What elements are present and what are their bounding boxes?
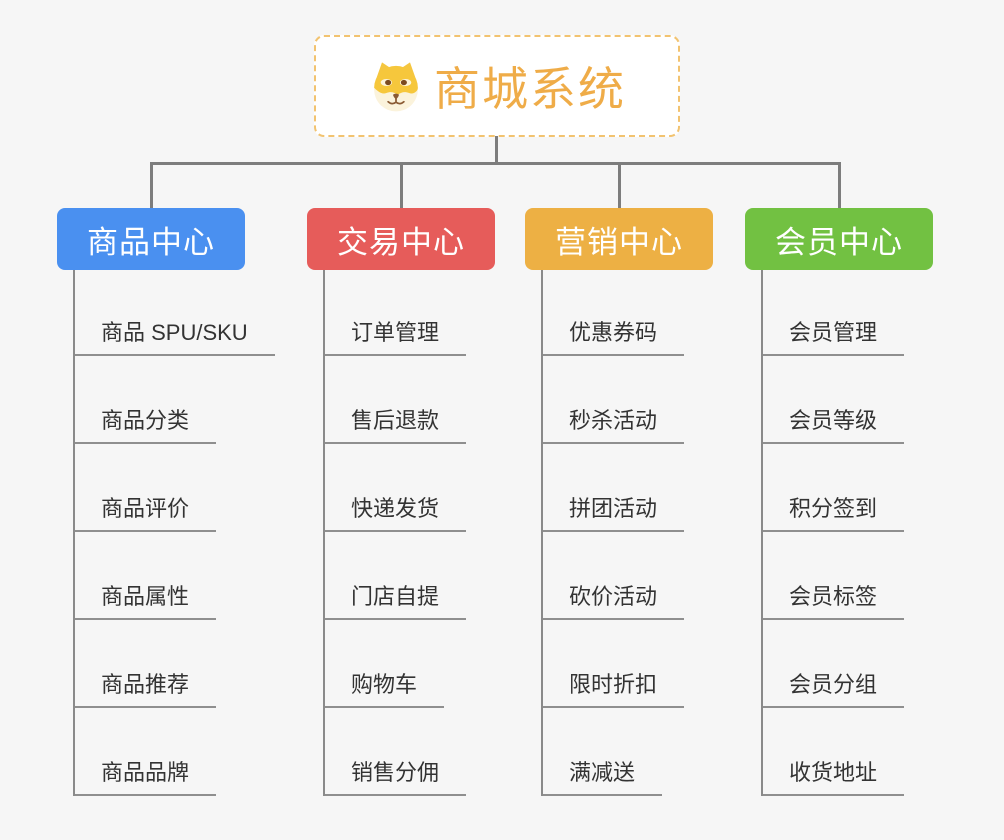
connector-branch-drop bbox=[150, 162, 153, 208]
connector-branch-drop bbox=[618, 162, 621, 208]
leaf-label: 商品品牌 bbox=[75, 755, 217, 796]
leaf-label: 优惠券码 bbox=[543, 315, 685, 356]
branch-node-marketing-center[interactable]: 营销中心 bbox=[525, 208, 713, 270]
leaf-node-trade-center-2[interactable]: 快递发货 bbox=[325, 444, 467, 532]
leaf-label: 会员管理 bbox=[763, 315, 905, 356]
leaf-label: 拼团活动 bbox=[543, 491, 685, 532]
leaf-node-member-center-0[interactable]: 会员管理 bbox=[763, 270, 905, 356]
leaf-node-member-center-1[interactable]: 会员等级 bbox=[763, 356, 905, 444]
connector-horizontal bbox=[150, 162, 840, 165]
leaf-node-marketing-center-2[interactable]: 拼团活动 bbox=[543, 444, 685, 532]
leaf-label: 收货地址 bbox=[763, 755, 905, 796]
leaf-label: 商品分类 bbox=[75, 403, 217, 444]
leaf-label: 购物车 bbox=[325, 667, 445, 708]
leaf-label: 满减送 bbox=[543, 755, 663, 796]
branch-node-product-center[interactable]: 商品中心 bbox=[57, 208, 245, 270]
leaf-node-member-center-5[interactable]: 收货地址 bbox=[763, 708, 905, 796]
leaf-node-member-center-3[interactable]: 会员标签 bbox=[763, 532, 905, 620]
branch-node-trade-center[interactable]: 交易中心 bbox=[307, 208, 495, 270]
leaf-node-product-center-0[interactable]: 商品 SPU/SKU bbox=[75, 270, 275, 356]
leaf-node-product-center-5[interactable]: 商品品牌 bbox=[75, 708, 275, 796]
leaf-node-trade-center-0[interactable]: 订单管理 bbox=[325, 270, 467, 356]
leaf-node-marketing-center-0[interactable]: 优惠券码 bbox=[543, 270, 685, 356]
leaf-label: 会员等级 bbox=[763, 403, 905, 444]
leaf-label: 门店自提 bbox=[325, 579, 467, 620]
leaf-label: 限时折扣 bbox=[543, 667, 685, 708]
leaf-node-member-center-4[interactable]: 会员分组 bbox=[763, 620, 905, 708]
leaf-label: 售后退款 bbox=[325, 403, 467, 444]
leaf-node-trade-center-5[interactable]: 销售分佣 bbox=[325, 708, 467, 796]
leaf-node-product-center-4[interactable]: 商品推荐 bbox=[75, 620, 275, 708]
root-title: 商城系统 bbox=[434, 63, 626, 115]
leaf-node-trade-center-4[interactable]: 购物车 bbox=[325, 620, 466, 708]
leaf-node-product-center-2[interactable]: 商品评价 bbox=[75, 444, 275, 532]
branch-items-column: 订单管理售后退款快递发货门店自提购物车销售分佣 bbox=[323, 270, 467, 796]
leaf-node-product-center-1[interactable]: 商品分类 bbox=[75, 356, 275, 444]
connector-branch-drop bbox=[400, 162, 403, 208]
connector-root-drop bbox=[495, 136, 498, 164]
branch-items-column: 优惠券码秒杀活动拼团活动砍价活动限时折扣满减送 bbox=[541, 270, 685, 796]
leaf-node-trade-center-1[interactable]: 售后退款 bbox=[325, 356, 467, 444]
branch-items-column: 会员管理会员等级积分签到会员标签会员分组收货地址 bbox=[761, 270, 905, 796]
leaf-label: 会员标签 bbox=[763, 579, 905, 620]
leaf-node-product-center-3[interactable]: 商品属性 bbox=[75, 532, 275, 620]
leaf-label: 订单管理 bbox=[325, 315, 467, 356]
doge-icon bbox=[374, 62, 418, 112]
leaf-label: 商品评价 bbox=[75, 491, 217, 532]
leaf-node-marketing-center-4[interactable]: 限时折扣 bbox=[543, 620, 685, 708]
leaf-node-trade-center-3[interactable]: 门店自提 bbox=[325, 532, 467, 620]
leaf-node-marketing-center-5[interactable]: 满减送 bbox=[543, 708, 684, 796]
leaf-node-marketing-center-3[interactable]: 砍价活动 bbox=[543, 532, 685, 620]
root-node[interactable]: 商城系统 bbox=[314, 35, 680, 137]
leaf-label: 会员分组 bbox=[763, 667, 905, 708]
leaf-label: 砍价活动 bbox=[543, 579, 685, 620]
leaf-label: 快递发货 bbox=[325, 491, 467, 532]
leaf-label: 销售分佣 bbox=[325, 755, 467, 796]
leaf-label: 秒杀活动 bbox=[543, 403, 685, 444]
leaf-label: 积分签到 bbox=[763, 491, 905, 532]
leaf-label: 商品 SPU/SKU bbox=[75, 315, 275, 356]
branch-node-member-center[interactable]: 会员中心 bbox=[745, 208, 933, 270]
leaf-node-member-center-2[interactable]: 积分签到 bbox=[763, 444, 905, 532]
connector-branch-drop bbox=[838, 162, 841, 208]
leaf-label: 商品推荐 bbox=[75, 667, 217, 708]
leaf-node-marketing-center-1[interactable]: 秒杀活动 bbox=[543, 356, 685, 444]
branch-items-column: 商品 SPU/SKU 商品分类商品评价商品属性商品推荐商品品牌 bbox=[73, 270, 275, 796]
leaf-label: 商品属性 bbox=[75, 579, 217, 620]
